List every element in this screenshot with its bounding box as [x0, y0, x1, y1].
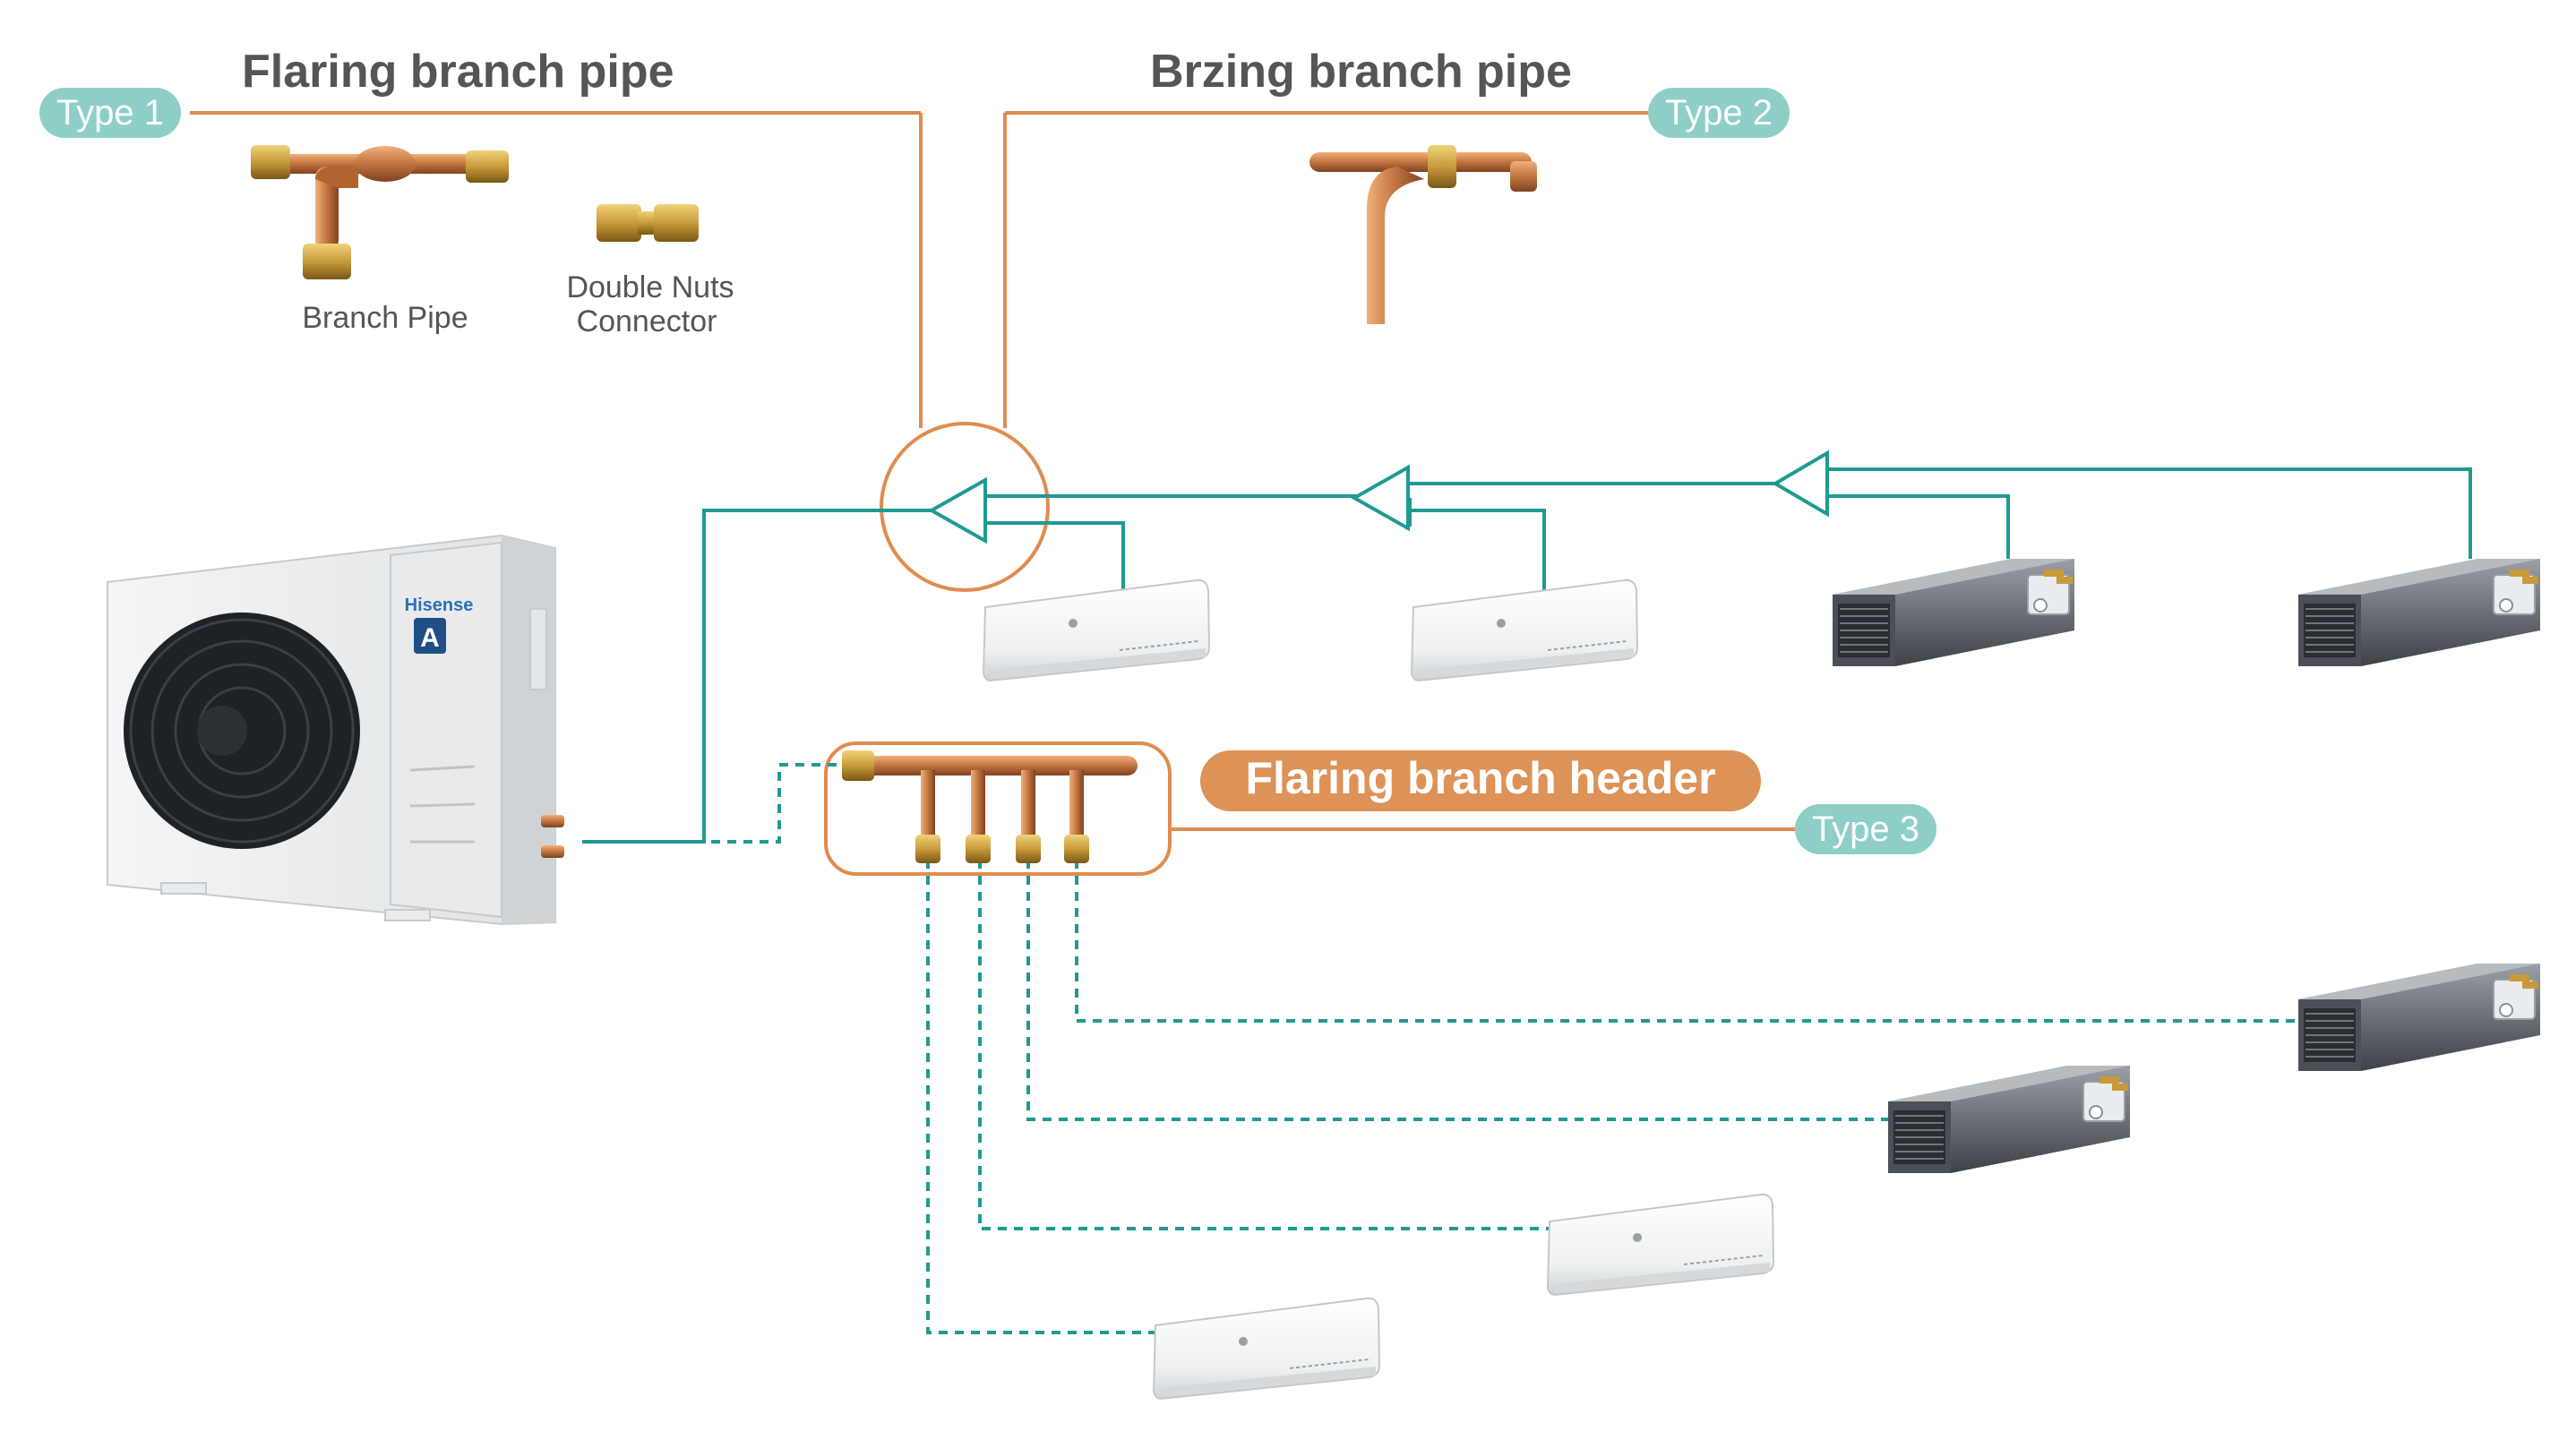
double-nuts-label-line2: Connector	[577, 304, 717, 338]
type1-heading: Flaring branch pipe	[242, 46, 674, 98]
wall-mounted-indoor-unit-icon	[983, 578, 1210, 681]
type3-heading-pill: Flaring branch header	[1200, 750, 1761, 811]
type2-heading: Brzing branch pipe	[1150, 46, 1572, 98]
main-refrigerant-line	[582, 467, 2472, 844]
wall-mounted-indoor-unit-icon	[1411, 578, 1638, 681]
brazing-branch-pipe-icon	[1309, 145, 1537, 324]
ducted-indoor-unit-icon	[1832, 558, 2075, 667]
flaring-branch-pipe-icon	[251, 145, 509, 279]
type3-badge-label: Type 3	[1812, 810, 1919, 849]
branch-joint-1	[927, 476, 987, 544]
outdoor-unit-icon: A	[107, 534, 564, 926]
double-nuts-label-line1: Double Nuts	[566, 270, 734, 304]
double-nuts-connector-icon	[597, 204, 699, 242]
ducted-indoor-unit-icon	[1887, 1065, 2131, 1174]
ducted-indoor-unit-icon	[2297, 558, 2541, 667]
flaring-branch-header-icon	[842, 750, 1138, 863]
branch-pipe-label: Branch Pipe	[302, 301, 468, 335]
outdoor-unit-brand: Hisense	[405, 595, 474, 615]
type3-heading: Flaring branch header	[1245, 753, 1715, 803]
wall-mounted-indoor-unit-icon	[1547, 1193, 1774, 1296]
type2-leader-line	[1003, 111, 1648, 428]
ducted-indoor-unit-icon	[2297, 963, 2541, 1072]
branch-joint-2	[1350, 464, 1410, 532]
type3-badge: Type 3	[1795, 804, 1936, 854]
type2-badge-label: Type 2	[1665, 93, 1773, 133]
branch-point-highlight-circle	[880, 422, 1050, 592]
type1-badge-label: Type 1	[56, 93, 164, 133]
type1-leader-line	[190, 111, 923, 428]
type1-badge: Type 1	[39, 88, 181, 138]
branch-header-highlight-box	[824, 741, 1172, 876]
branch-header-dashed-lines	[582, 763, 2300, 1334]
branch-joint-3	[1772, 450, 1829, 518]
type2-badge: Type 2	[1648, 88, 1790, 138]
wall-mounted-indoor-unit-icon	[1153, 1297, 1380, 1400]
outdoor-unit-logo-letter: A	[420, 623, 440, 653]
